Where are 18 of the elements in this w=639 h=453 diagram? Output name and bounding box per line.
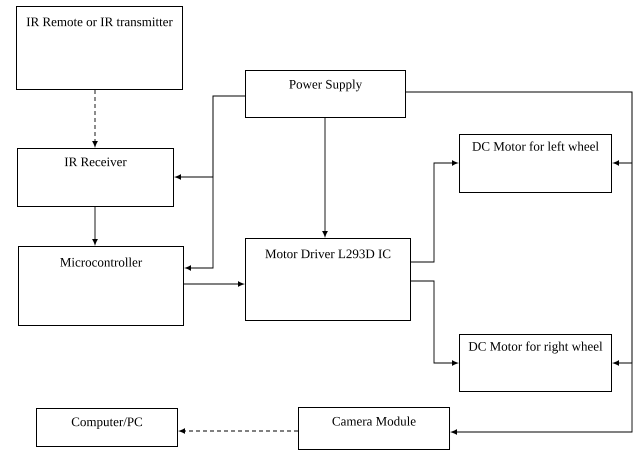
process-box: Power Supply xyxy=(245,70,406,118)
arrow xyxy=(410,280,458,366)
arrow xyxy=(322,118,328,237)
process-box: Computer/PC xyxy=(36,408,178,447)
process-box: Camera Module xyxy=(298,407,450,450)
process-box: Microcontroller xyxy=(18,246,184,326)
arrow xyxy=(92,206,98,245)
process-box: Motor Driver L293D IC xyxy=(245,238,411,321)
process-box: IR Remote or IR transmitter xyxy=(16,6,183,90)
dashed-arrow xyxy=(92,90,98,147)
arrow xyxy=(184,281,244,287)
arrow xyxy=(406,92,632,435)
process-box: IR Receiver xyxy=(17,148,174,207)
arrow xyxy=(185,96,246,271)
arrow xyxy=(410,160,458,262)
dashed-arrow xyxy=(179,428,298,434)
process-box: DC Motor for left wheel xyxy=(459,134,612,193)
process-box: DC Motor for right wheel xyxy=(459,334,612,392)
